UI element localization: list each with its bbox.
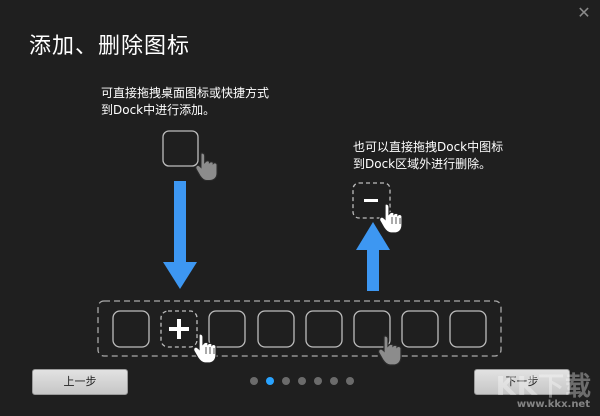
dock-slot xyxy=(401,310,439,348)
arrow-up-icon xyxy=(356,222,390,291)
page-dot[interactable] xyxy=(266,377,274,385)
dock-slot xyxy=(257,310,295,348)
hand-cursor-icon xyxy=(193,333,217,364)
dock-slots xyxy=(112,310,487,348)
watermark-logo: KK下载 xyxy=(495,372,592,402)
minus-icon xyxy=(364,199,378,202)
delete-hint-line2: 到Dock区域外进行删除。 xyxy=(353,157,492,171)
add-hint: 可直接拖拽桌面图标或快捷方式 到Dock中进行添加。 xyxy=(101,85,269,119)
page-dot[interactable] xyxy=(298,377,306,385)
page-dot[interactable] xyxy=(250,377,258,385)
arrow-down-icon xyxy=(163,181,197,289)
page-dot[interactable] xyxy=(314,377,322,385)
page-dot[interactable] xyxy=(330,377,338,385)
hand-cursor-icon xyxy=(195,152,218,182)
plus-icon xyxy=(169,319,189,339)
next-button[interactable]: 下一步 xyxy=(474,369,570,395)
dialog-title: 添加、删除图标 xyxy=(29,34,191,59)
dock-area xyxy=(97,300,502,357)
prev-button[interactable]: 上一步 xyxy=(32,369,128,395)
watermark-url: www.kkx.net xyxy=(516,399,590,410)
add-hint-line1: 可直接拖拽桌面图标或快捷方式 xyxy=(101,86,270,100)
dock-slot xyxy=(449,310,487,348)
dock-slot xyxy=(305,310,343,348)
page-indicator xyxy=(250,377,354,385)
desktop-icon-slot xyxy=(162,130,199,167)
page-dot[interactable] xyxy=(282,377,290,385)
dock-slot xyxy=(160,310,198,348)
delete-hint-line1: 也可以直接拖拽Dock中图标 xyxy=(353,140,504,154)
close-icon[interactable]: ✕ xyxy=(577,3,591,22)
dock-slot xyxy=(112,310,150,348)
delete-hint: 也可以直接拖拽Dock中图标 到Dock区域外进行删除。 xyxy=(353,139,503,173)
dock-slot xyxy=(208,310,246,348)
page-dot[interactable] xyxy=(346,377,354,385)
dock-slot xyxy=(353,310,391,348)
add-hint-line2: 到Dock中进行添加。 xyxy=(101,103,216,117)
